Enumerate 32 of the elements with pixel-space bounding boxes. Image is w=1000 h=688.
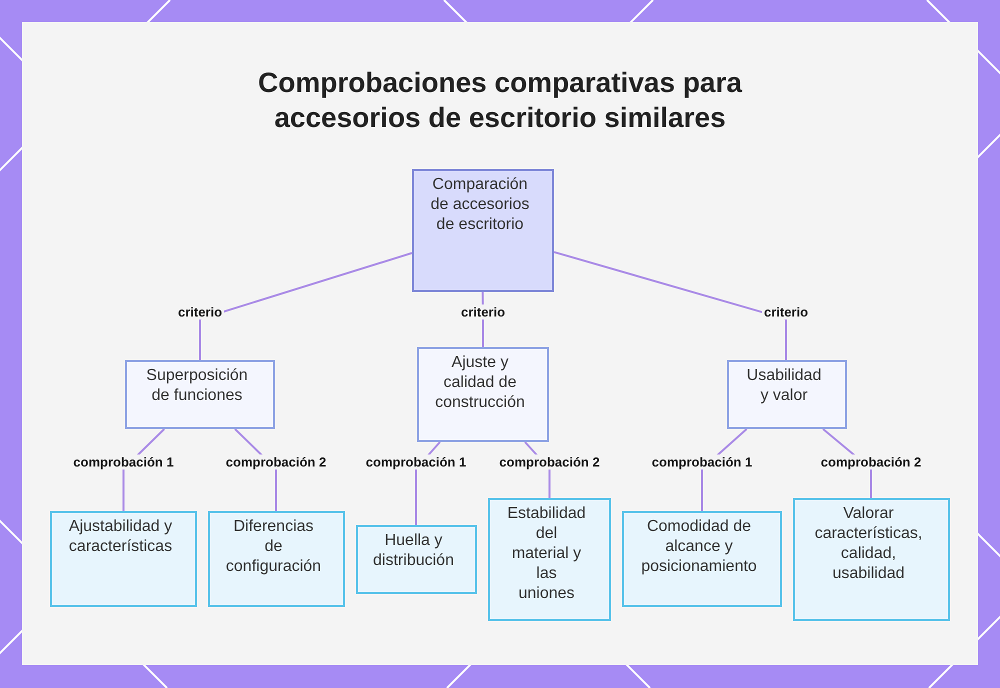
item-box (622, 511, 782, 607)
box-label: Superposición de funciones (145, 366, 249, 406)
item-box (208, 511, 345, 607)
box-label: Ajustabilidad y características (68, 517, 174, 557)
box-label: Ajuste y calidad de construcción (434, 353, 526, 413)
criterion-box (125, 360, 275, 429)
criterion-box (417, 347, 549, 442)
box-label: Comodidad de alcance y posicionamiento (640, 517, 758, 577)
item-box (356, 525, 477, 594)
edge-label: criterio (762, 304, 810, 320)
edge-label: comprobación 2 (818, 454, 924, 470)
box-label: Diferencias de configuración (224, 517, 322, 577)
box-label: Huella y distribución (372, 531, 455, 571)
edge-label: comprobación 2 (224, 454, 328, 470)
edge-label: comprobación 2 (497, 454, 602, 470)
box-label: Comparación de accesorios de escritorio (430, 175, 530, 235)
title: Comprobaciones comparativas para accesorios de escritorio similares (257, 66, 744, 135)
box-label: Estabilidad del material y las uniones (506, 504, 586, 604)
item-box (793, 498, 950, 621)
connector-line (554, 251, 787, 360)
edge-label: criterio (458, 304, 508, 320)
edge-label: comprobación 1 (650, 454, 754, 470)
box-label: Usabilidad y valor (746, 366, 822, 406)
item-box (488, 498, 611, 621)
box-label: Valorar características, calidad, usabilidad (814, 504, 924, 584)
edge-label: comprobación 1 (364, 454, 468, 470)
edge-label: comprobación 1 (71, 454, 176, 470)
topic-box (412, 169, 554, 292)
connector-line (199, 252, 412, 360)
criterion-box (727, 360, 847, 429)
item-box (50, 511, 197, 607)
edge-label: criterio (176, 304, 224, 320)
